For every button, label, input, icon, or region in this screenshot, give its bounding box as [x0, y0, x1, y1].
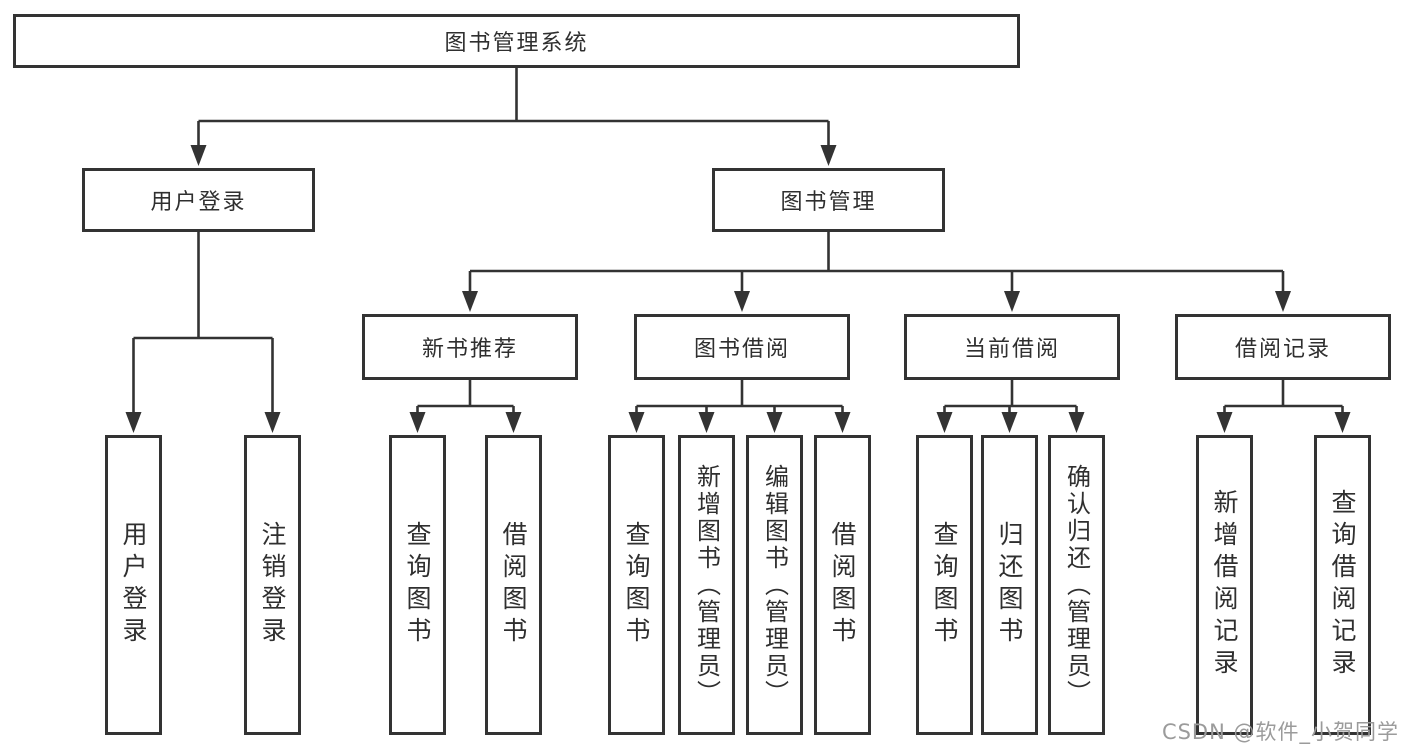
node-label: 确认归还（管理员） [1062, 463, 1091, 707]
node-label: 查询图书 [930, 521, 959, 649]
node-label: 新增借阅记录 [1210, 489, 1239, 681]
leaf-borrow-books: 借阅图书 [814, 435, 871, 735]
node-borrowing-records: 借阅记录 [1175, 314, 1391, 380]
node-label: 新增图书（管理员） [692, 463, 721, 707]
leaf-add-books-admin: 新增图书（管理员） [678, 435, 735, 735]
node-label: 查询图书 [622, 521, 651, 649]
node-label: 用户登录 [150, 190, 247, 215]
node-label: 借阅图书 [499, 521, 528, 649]
leaf-query-books-borrowing: 查询图书 [608, 435, 665, 735]
node-current-borrowing: 当前借阅 [904, 314, 1120, 380]
node-label: 查询图书 [403, 521, 432, 649]
node-new-book-recommendation: 新书推荐 [362, 314, 578, 380]
arrowheads [125, 145, 1351, 433]
leaf-logout: 注销登录 [244, 435, 301, 735]
node-library-management-system: 图书管理系统 [13, 14, 1020, 68]
node-label: 新书推荐 [421, 337, 518, 362]
node-book-management: 图书管理 [712, 168, 945, 232]
node-label: 归还图书 [995, 521, 1024, 649]
leaf-add-borrow-record: 新增借阅记录 [1196, 435, 1253, 735]
leaf-confirm-return-admin: 确认归还（管理员） [1048, 435, 1105, 735]
node-label: 当前借阅 [963, 337, 1060, 362]
node-book-borrowing: 图书借阅 [634, 314, 850, 380]
node-label: 图书借阅 [693, 337, 790, 362]
csdn-watermark: CSDN @软件_小贺同学 [1161, 720, 1399, 744]
leaf-borrow-books-recommendation: 借阅图书 [485, 435, 542, 735]
node-label: 借阅记录 [1234, 337, 1331, 362]
node-label: 图书管理系统 [444, 31, 589, 56]
leaf-return-books: 归还图书 [981, 435, 1038, 735]
node-label: 注销登录 [258, 521, 287, 649]
leaf-edit-books-admin: 编辑图书（管理员） [746, 435, 803, 735]
node-user-login: 用户登录 [82, 168, 315, 232]
leaf-user-login: 用户登录 [105, 435, 162, 735]
node-label: 查询借阅记录 [1328, 489, 1357, 681]
leaf-query-books-current: 查询图书 [916, 435, 973, 735]
node-label: 借阅图书 [828, 521, 857, 649]
node-label: 用户登录 [119, 521, 148, 649]
node-label: 图书管理 [780, 190, 877, 215]
node-label: 编辑图书（管理员） [760, 463, 789, 707]
leaf-query-borrow-record: 查询借阅记录 [1314, 435, 1371, 735]
leaf-query-books-recommendation: 查询图书 [389, 435, 446, 735]
